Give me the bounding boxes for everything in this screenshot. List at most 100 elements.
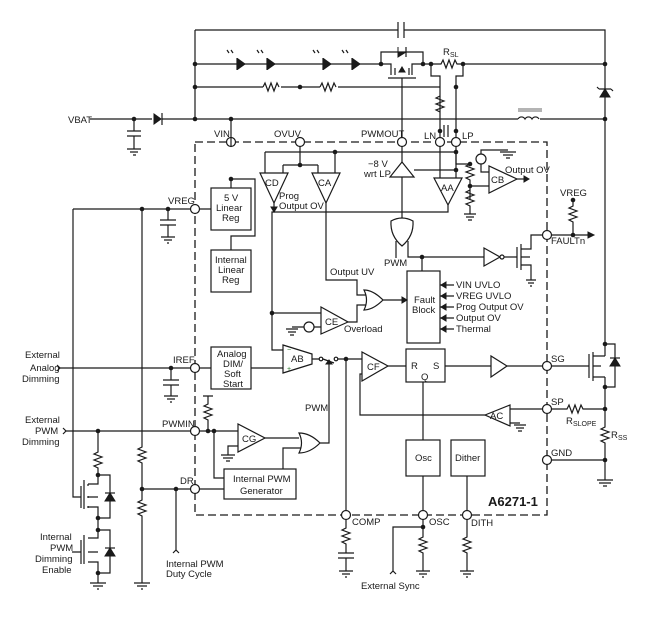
pin-osc-label: OSC xyxy=(429,517,450,528)
amplifier-ac-label: AC xyxy=(490,411,503,422)
pin-osc xyxy=(417,509,429,521)
pin-iref-label: IREF xyxy=(173,355,195,366)
block-pwmgen-line1: Internal PWM xyxy=(233,474,291,485)
comparator-cb xyxy=(488,165,519,194)
fault-input-output-ov: Output OV xyxy=(456,313,502,324)
block-analogdim-line1: Analog xyxy=(217,349,247,360)
prog-ov-label-2: Output OV xyxy=(279,201,325,212)
pin-lp xyxy=(450,136,462,148)
block-5v-line3: Reg xyxy=(222,213,239,224)
top-rails xyxy=(90,22,614,352)
comparator-ca-label: CA xyxy=(318,178,332,189)
rslope-label: R xyxy=(566,416,573,427)
fault-input-vin-uvlo: VIN UVLO xyxy=(456,280,500,291)
pwm-dimming-mosfets xyxy=(72,286,116,590)
ext-analog-dim-3: Dimming xyxy=(22,374,59,385)
int-pwm-enable-2: PWM xyxy=(50,543,73,554)
pin-ln xyxy=(434,136,446,148)
block-dither xyxy=(450,439,486,477)
ext-pwm-dim-2: PWM xyxy=(35,426,58,437)
amplifier-ab xyxy=(282,344,313,374)
block-5v-line2: Linear xyxy=(216,203,242,214)
pwm-mosfet xyxy=(378,47,426,142)
comparator-cf xyxy=(361,350,390,383)
buffer-neg8v xyxy=(388,161,416,178)
led-icon xyxy=(256,49,276,70)
ext-pwm-dim-1: External xyxy=(25,415,60,426)
latch-r-label: R xyxy=(411,361,418,372)
latch-s-label: S xyxy=(433,361,439,372)
block-intreg-line1: Internal xyxy=(215,255,247,266)
block-5v-line1: 5 V xyxy=(224,193,239,204)
int-pwm-enable-4: Enable xyxy=(42,565,72,576)
led-icon xyxy=(226,49,246,70)
block-osc xyxy=(405,439,441,477)
block-intreg-line2: Linear xyxy=(218,265,244,276)
or-gate-pwmout xyxy=(390,217,414,247)
pin-faultn-label: FAULTn xyxy=(551,236,585,247)
int-pwm-duty-2: Duty Cycle xyxy=(166,569,212,580)
pin-sg-label: SG xyxy=(551,354,565,365)
comparator-cb-label: CB xyxy=(491,175,504,186)
amplifier-ac xyxy=(483,404,511,427)
ext-analog-dim-1: External xyxy=(25,350,60,361)
amplifier-ab-label: AB xyxy=(291,354,304,365)
int-pwm-enable-1: Internal xyxy=(40,532,72,543)
comparator-cf-label: CF xyxy=(367,362,380,373)
comparator-cg-label: CG xyxy=(242,434,256,445)
block-internal-pwm-generator xyxy=(223,468,297,500)
pin-lp-label: LP xyxy=(462,131,474,142)
ic-boundary xyxy=(194,141,548,516)
pin-dith-label: DITH xyxy=(471,518,493,529)
amplifier-aa xyxy=(433,177,463,207)
block-fault-line1: Fault xyxy=(414,295,435,306)
comparator-ce xyxy=(320,305,350,335)
block-analogdim-line3: Soft xyxy=(224,369,241,380)
ext-pwm-dim-3: Dimming xyxy=(22,437,59,448)
overload-label: Overload xyxy=(344,324,383,335)
neg8v-label-2: wrt LP xyxy=(363,169,391,180)
block-fault-line2: Block xyxy=(412,305,435,316)
pin-dr-label: DR xyxy=(180,476,194,487)
block-internal-linear-reg xyxy=(210,249,252,293)
comparator-ce-label: CE xyxy=(325,317,338,328)
comparator-cd-label: CD xyxy=(265,178,279,189)
comparator-ca xyxy=(311,172,341,205)
comparator-cg xyxy=(237,423,267,453)
ic-part-number: A6271-1 xyxy=(488,494,538,509)
fault-input-vreg-uvlo: VREG UVLO xyxy=(456,291,511,302)
or-pwm-label: PWM xyxy=(384,258,407,269)
pin-ovuv-label: OVUV xyxy=(274,129,302,140)
rsl-subscript: SL xyxy=(450,52,459,59)
output-ov-label: Output OV xyxy=(505,165,551,176)
fault-inputs xyxy=(440,281,454,333)
pin-pwmin-label: PWMIN xyxy=(162,419,195,430)
pin-gnd-label: GND xyxy=(551,448,572,459)
int-pwm-enable-3: Dimming xyxy=(35,554,72,565)
block-intreg-line3: Reg xyxy=(222,275,239,286)
inverter-faultn xyxy=(483,246,502,268)
block-pwmgen-line2: Generator xyxy=(240,486,283,497)
led-icon xyxy=(312,49,332,70)
led-icon xyxy=(341,49,361,70)
rsl-label: R xyxy=(443,47,450,58)
block-analogdim-line2: DIM/ xyxy=(223,359,243,370)
output-uv-label: Output UV xyxy=(330,267,375,278)
pin-comp xyxy=(340,509,352,521)
rss-label: R xyxy=(611,430,618,441)
svg-text:+: + xyxy=(287,366,291,373)
rsl-resistor xyxy=(423,58,605,142)
block-osc-label: Osc xyxy=(415,453,432,464)
or-gate-fault xyxy=(363,289,384,311)
vbat-label: VBAT xyxy=(68,115,92,126)
block-analogdim-line4: Start xyxy=(223,379,243,390)
amplifier-aa-label: AA xyxy=(441,183,454,194)
external-sync-label: External Sync xyxy=(361,581,420,592)
latch-q-label: Q xyxy=(421,372,428,383)
led-string xyxy=(226,49,361,70)
fault-input-prog-ov: Prog Output OV xyxy=(456,302,524,313)
pin-vreg-label: VREG xyxy=(168,196,195,207)
switch-pwm-label: PWM xyxy=(305,403,328,414)
fault-input-thermal: Thermal xyxy=(456,324,491,335)
